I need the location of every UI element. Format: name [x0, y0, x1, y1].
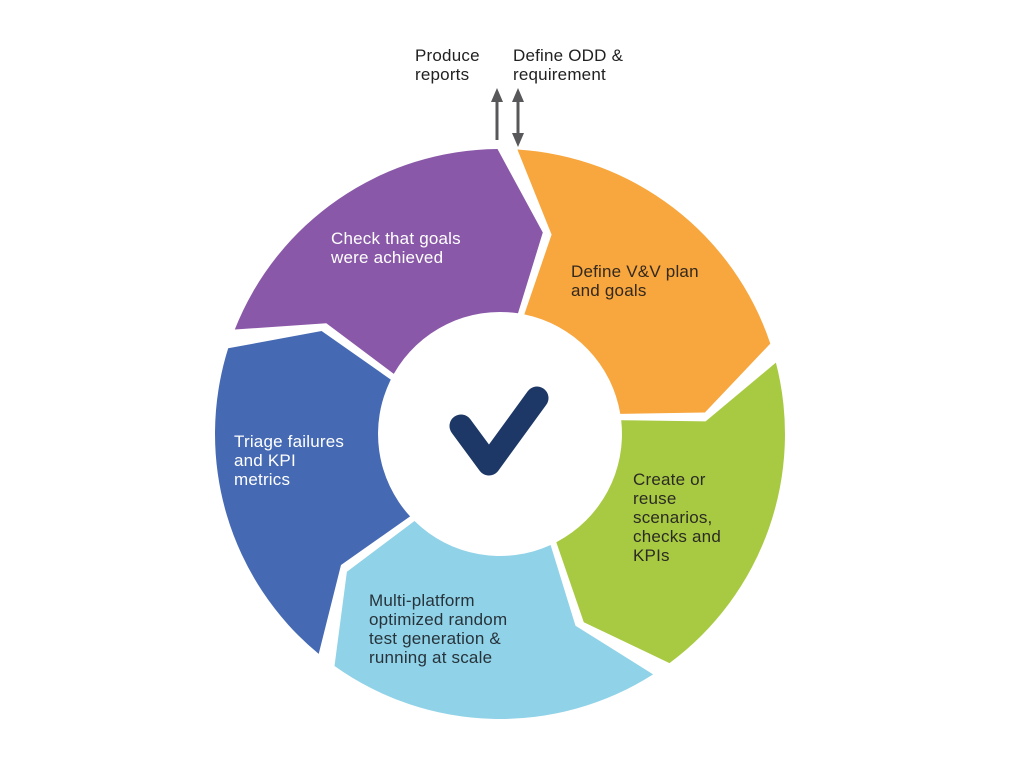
cycle-segments — [215, 149, 785, 719]
segment-label-check-goals: Check that goals were achieved — [331, 229, 461, 267]
segment-label-triage: Triage failures and KPI metrics — [234, 432, 345, 489]
check-icon — [449, 386, 549, 476]
segment-create-scenarios — [556, 362, 785, 664]
segment-define-plan — [517, 149, 771, 414]
segment-triage — [215, 331, 411, 654]
segment-label-create-scenarios: Create or reuse scenarios, checks and KP… — [633, 470, 721, 565]
segment-label-define-plan: Define V&V plan and goals — [571, 262, 699, 300]
define-odd-requirement-label: Define ODD & requirement — [513, 46, 624, 84]
up-arrow-icon — [491, 88, 503, 140]
segment-multi-platform — [334, 521, 654, 719]
produce-reports-label: Produce reports — [415, 46, 480, 84]
segment-check-goals — [234, 149, 543, 374]
segment-label-multi-platform: Multi-platform optimized random test gen… — [369, 591, 508, 667]
double-arrow-icon — [512, 88, 524, 147]
